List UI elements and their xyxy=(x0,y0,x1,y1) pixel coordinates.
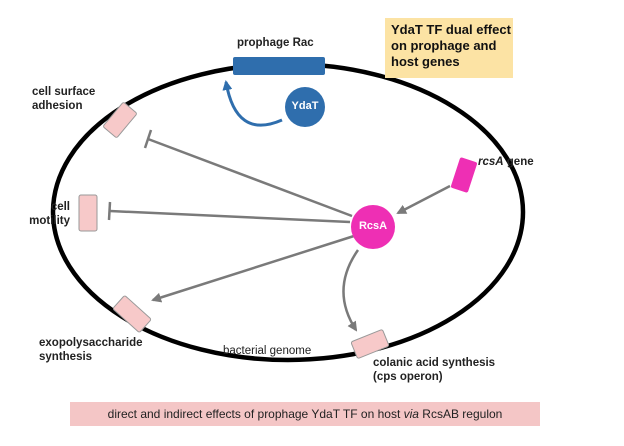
rcsa-gene-label: rcsA gene xyxy=(478,155,534,169)
rcsa-gene-to-rcsa-arrow xyxy=(396,184,451,215)
caption-after: RcsAB regulon xyxy=(418,407,503,421)
colanic-acid-label: colanic acid synthesis (cps operon) xyxy=(373,356,495,384)
colanic-acid-gene xyxy=(350,329,390,359)
cell-motility-label: cell motility xyxy=(22,200,70,228)
cell-surface-adhesion-gene xyxy=(103,102,137,138)
cell-motility-line1: cell xyxy=(50,201,70,213)
rcsa-gene-segment xyxy=(451,157,477,193)
cell-motility-line2: motility xyxy=(29,215,70,227)
prophage-rac-segment xyxy=(233,57,325,75)
rcsa-activate-colanic-acid xyxy=(342,249,360,332)
rcsa-node xyxy=(351,205,395,249)
ydat-to-prophage-arrow xyxy=(222,80,283,127)
cell-motility-gene xyxy=(78,194,98,232)
caption-before: direct and indirect effects of prophage … xyxy=(107,407,404,421)
ydat-node-label: YdaT xyxy=(291,100,319,112)
motility-repression-bar xyxy=(107,201,112,221)
cell-surface-adhesion-label: cell surface adhesion xyxy=(32,85,95,113)
title-line-1: YdaT TF dual effect xyxy=(391,22,511,37)
exopolysaccharide-label: exopolysaccharide synthesis xyxy=(39,336,143,364)
bacterial-genome-label: bacterial genome xyxy=(223,345,312,357)
colanic-acid-line1: colanic acid synthesis xyxy=(373,357,496,369)
rcsa-gene-label-italic: rcsA xyxy=(478,156,504,168)
rcsa-repress-motility xyxy=(109,209,351,224)
title-box: YdaT TF dual effect on prophage and host… xyxy=(385,18,513,78)
prophage-rac-label: prophage Rac xyxy=(237,37,314,49)
exopolysaccharide-gene xyxy=(112,295,152,333)
rcsa-repress-adhesion xyxy=(147,137,353,218)
cell-surface-adhesion-line2: adhesion xyxy=(32,100,83,112)
caption-italic: via xyxy=(403,407,419,421)
ydat-node xyxy=(285,87,325,127)
cell-surface-adhesion-line1: cell surface xyxy=(32,86,96,98)
title-line-2: on prophage and xyxy=(391,38,497,53)
rcsa-node-label: RcsA xyxy=(358,220,388,232)
colanic-acid-line2: (cps operon) xyxy=(373,371,443,383)
title-line-3: host genes xyxy=(391,54,460,69)
adhesion-repression-bar xyxy=(143,129,153,149)
exopolysaccharide-line1: exopolysaccharide xyxy=(39,337,143,349)
caption-bar: direct and indirect effects of prophage … xyxy=(70,402,540,426)
exopolysaccharide-line2: synthesis xyxy=(39,351,93,363)
rcsa-activate-exopolysaccharide xyxy=(151,234,355,303)
rcsa-gene-label-suffix: gene xyxy=(503,156,534,168)
